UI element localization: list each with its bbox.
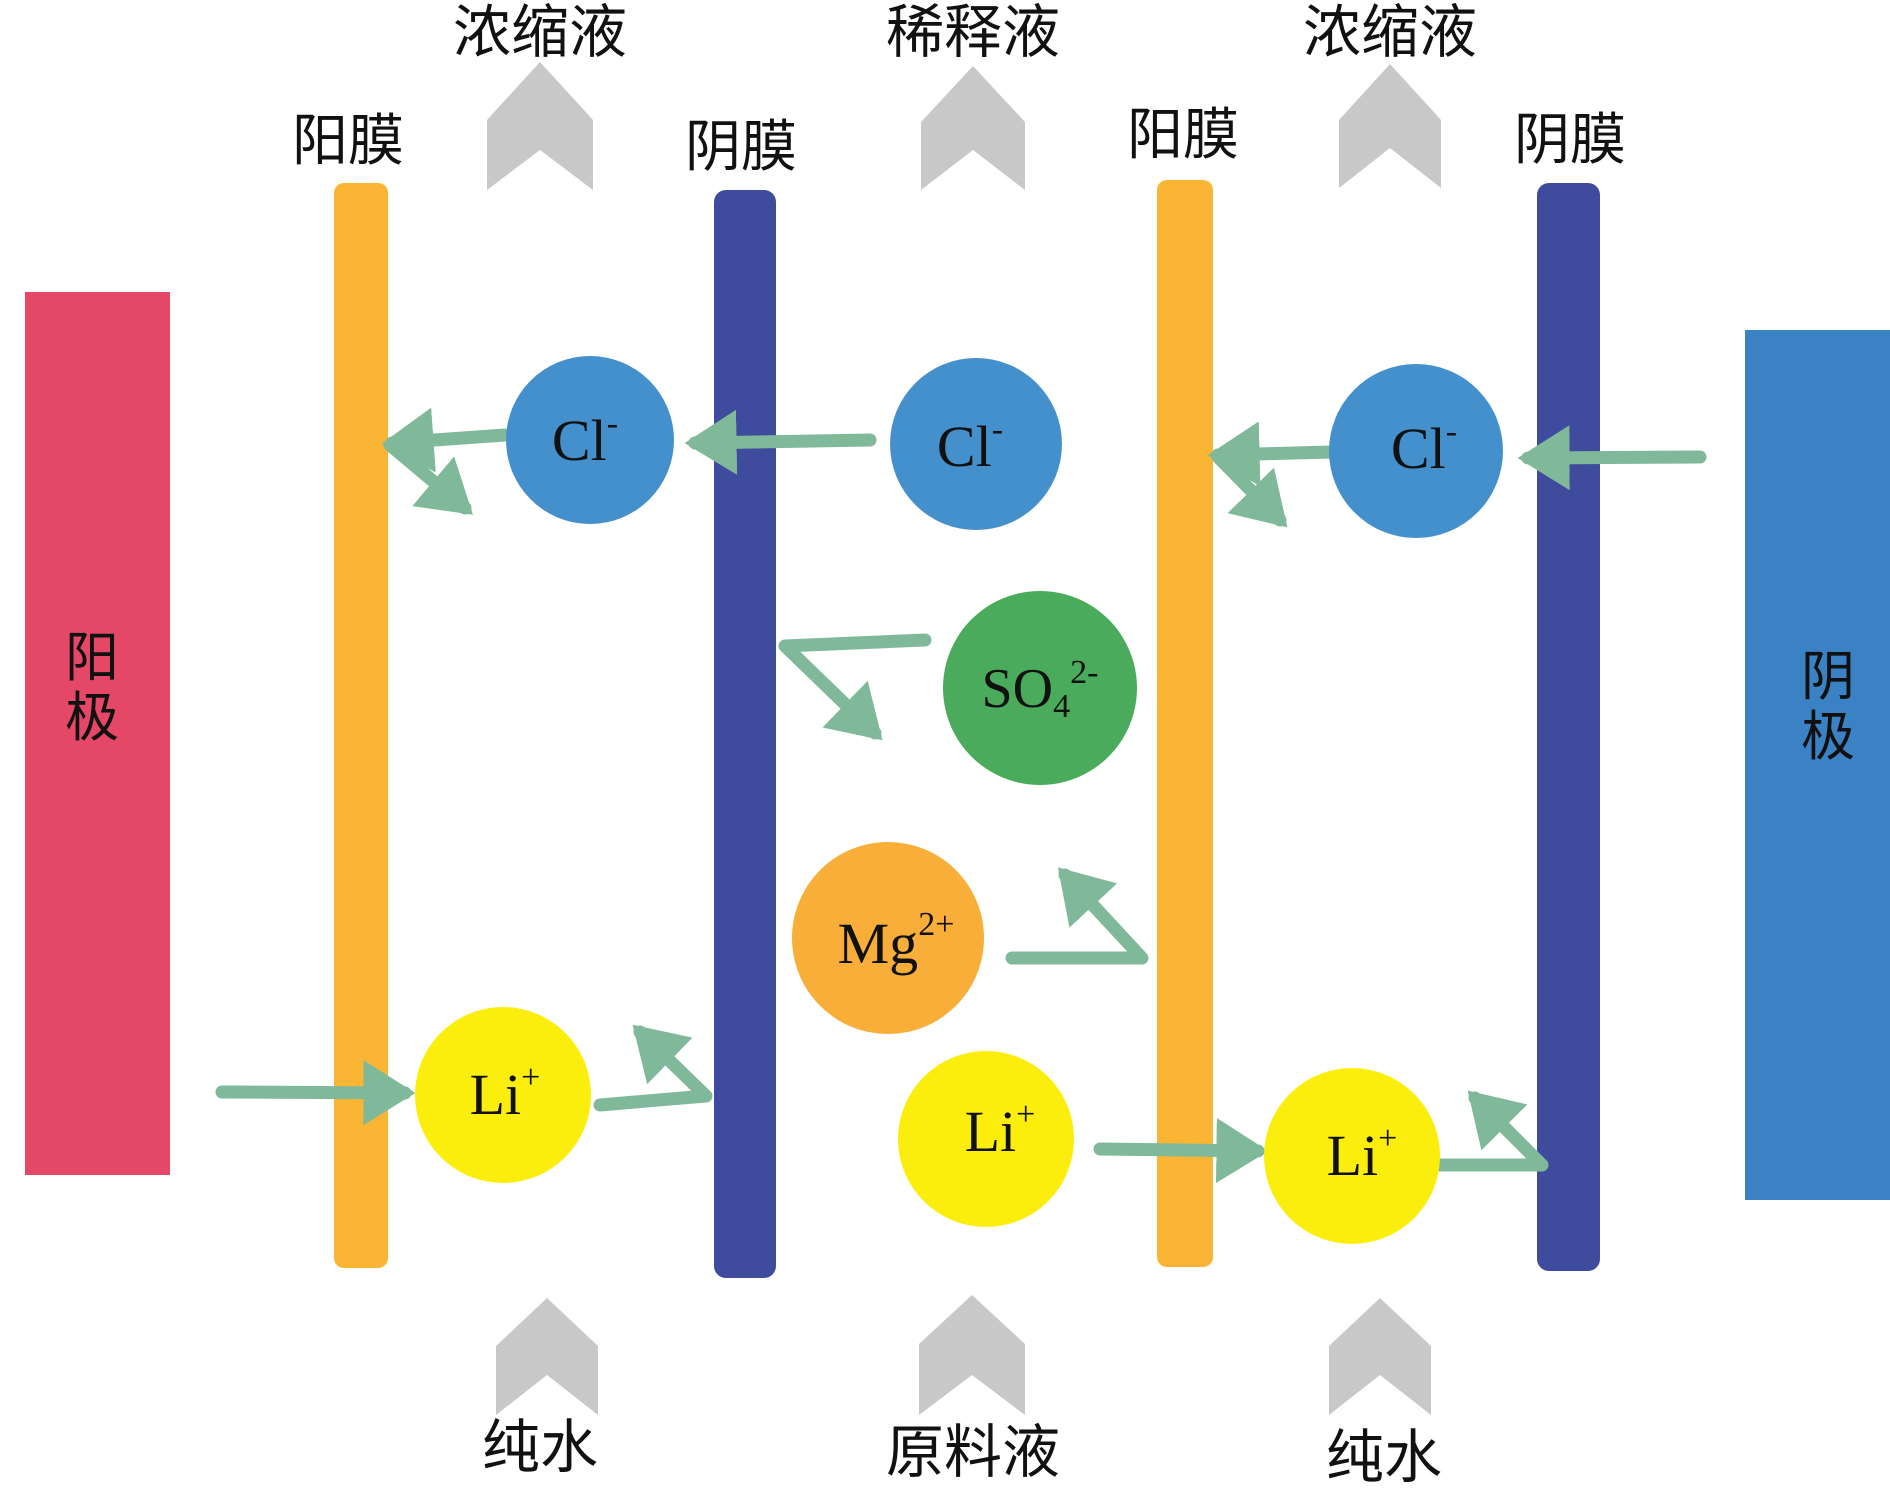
arrow-li-rebound-1 bbox=[593, 1024, 713, 1112]
cation-membrane-2 bbox=[1157, 180, 1213, 1267]
flow-arrow-up-icon bbox=[919, 1295, 1025, 1415]
outlet-arrow-3 bbox=[1339, 64, 1441, 188]
membrane-label-3: 阳膜 bbox=[1127, 103, 1239, 168]
cation-membrane-1 bbox=[334, 183, 388, 1268]
flow-arrow-up-icon bbox=[1339, 64, 1441, 188]
ion-cl-1: Cl- bbox=[506, 356, 674, 524]
flow-arrow-up-icon bbox=[487, 62, 593, 190]
anode-plate bbox=[25, 292, 170, 1175]
outlet-label-2: 稀释液 bbox=[886, 0, 1060, 66]
anion-membrane-1 bbox=[714, 190, 776, 1278]
ion-circle bbox=[415, 1007, 591, 1183]
outlet-label-1: 浓缩液 bbox=[453, 0, 627, 66]
membrane-label-4: 阴膜 bbox=[1514, 108, 1626, 173]
ion-label: Cl- bbox=[937, 411, 1003, 479]
arrow-mg-rebound bbox=[1005, 867, 1149, 965]
arrow-li-rebound-2 bbox=[1428, 1090, 1549, 1172]
ion-label: Cl- bbox=[1391, 413, 1457, 481]
inlet-arrow-1 bbox=[496, 1298, 598, 1415]
arrow-cl-rebound-2 bbox=[1211, 450, 1288, 528]
inlet-label-3: 纯水 bbox=[1326, 1423, 1442, 1491]
outlet-arrow-2 bbox=[921, 66, 1025, 190]
cathode-electrode: 阴 极 bbox=[1745, 330, 1890, 1200]
ion-li-3: Li+ bbox=[1264, 1068, 1440, 1244]
membrane-label-2: 阴膜 bbox=[685, 115, 797, 180]
outlet-arrow-1 bbox=[487, 62, 593, 190]
ion-circle bbox=[1264, 1068, 1440, 1244]
inlet-label-1: 纯水 bbox=[482, 1413, 598, 1481]
arrow-cl-through-anion-membrane-2 bbox=[1517, 425, 1707, 491]
cathode-label-char1: 阴 bbox=[1801, 645, 1855, 708]
ion-so4: SO42- bbox=[943, 591, 1137, 785]
arrow-cl-to-cation-membrane-2 bbox=[1207, 421, 1340, 487]
inlet-arrow-2 bbox=[919, 1295, 1025, 1415]
ion-circle bbox=[1329, 364, 1503, 538]
inlet-arrow-3 bbox=[1329, 1298, 1431, 1415]
outlet-label-3: 浓缩液 bbox=[1303, 0, 1477, 66]
anion-membrane-2 bbox=[1537, 183, 1600, 1271]
arrow-li-through-cation-membrane-2 bbox=[1093, 1117, 1269, 1183]
ion-circle bbox=[943, 591, 1137, 785]
arrow-so4-rebound bbox=[778, 633, 932, 741]
anode-label-char2: 极 bbox=[65, 686, 119, 749]
flow-arrow-up-icon bbox=[496, 1298, 598, 1415]
ion-label: Li+ bbox=[470, 1059, 541, 1127]
cathode-plate bbox=[1745, 330, 1890, 1200]
ion-circle bbox=[898, 1051, 1074, 1227]
flow-arrow-up-icon bbox=[921, 66, 1025, 190]
ion-label: Cl- bbox=[552, 405, 618, 473]
arrow-cl-through-anion-membrane-1 bbox=[684, 409, 877, 475]
ion-label: Mg2+ bbox=[838, 906, 955, 976]
anode-electrode: 阳 极 bbox=[25, 292, 170, 1175]
arrow-li-into-chamber1 bbox=[215, 1060, 416, 1126]
anode-label-char1: 阳 bbox=[65, 626, 119, 689]
ion-migration-arrows bbox=[215, 407, 1707, 1183]
ion-li-2: Li+ bbox=[898, 1051, 1074, 1227]
inlet-label-2: 原料液 bbox=[886, 1418, 1060, 1486]
ion-cl-3: Cl- bbox=[1329, 364, 1503, 538]
arrow-cl-rebound-1 bbox=[383, 438, 473, 515]
ion-label: SO42- bbox=[982, 654, 1099, 725]
ion-label: Li+ bbox=[1327, 1120, 1398, 1188]
ion-li-1: Li+ bbox=[415, 1007, 591, 1183]
flow-arrow-up-icon bbox=[1329, 1298, 1431, 1415]
cathode-label-char2: 极 bbox=[1801, 705, 1855, 768]
ion-mg: Mg2+ bbox=[792, 842, 984, 1034]
ion-label: Li+ bbox=[965, 1096, 1036, 1164]
ion-circle bbox=[506, 356, 674, 524]
arrow-cl-chamber1-to-membrane bbox=[381, 407, 512, 473]
ion-circle bbox=[890, 358, 1062, 530]
membrane-label-1: 阳膜 bbox=[292, 109, 404, 174]
ion-cl-2: Cl- bbox=[890, 358, 1062, 530]
ion-circle bbox=[792, 842, 984, 1034]
